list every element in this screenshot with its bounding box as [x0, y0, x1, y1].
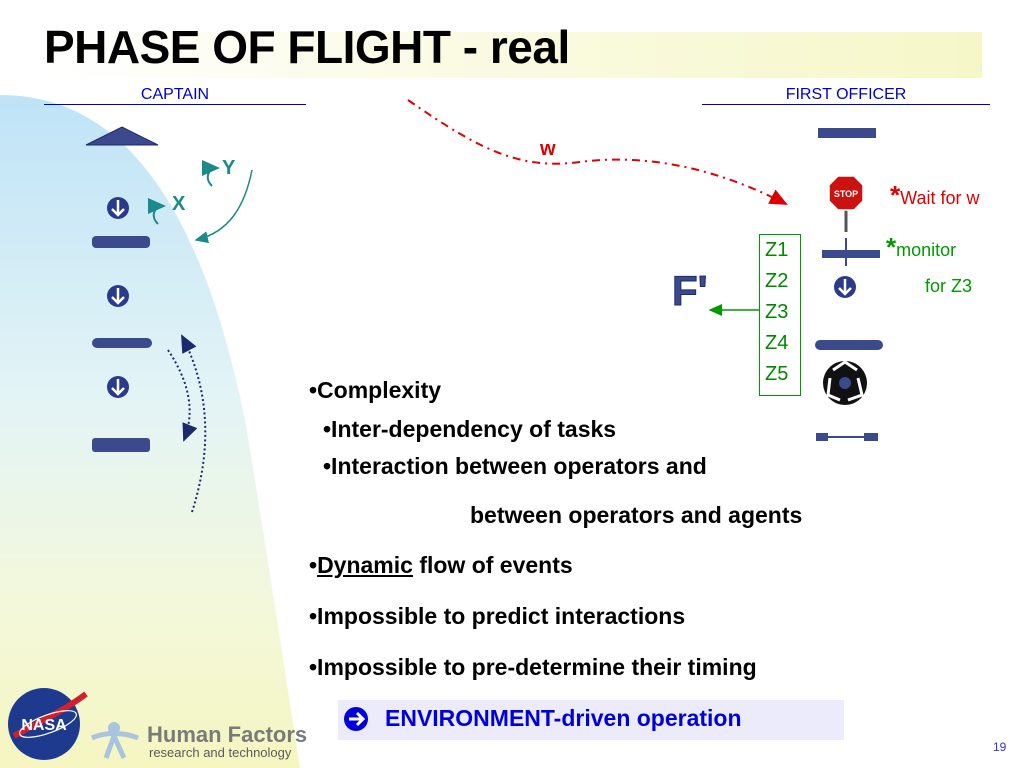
monitor-star: *	[886, 232, 897, 262]
down-arrow-icon	[107, 376, 129, 398]
bullet-dynamic: •Dynamic flow of events	[309, 552, 573, 579]
recycle-icon	[823, 360, 867, 405]
fo-task-g	[815, 340, 883, 350]
dotted-arrow-up	[181, 334, 207, 513]
page-number: 19	[993, 740, 1007, 754]
bullet-interaction-cont: between operators and agents	[470, 502, 803, 528]
brand-title: Human Factors	[147, 722, 308, 747]
z-item: Z4	[765, 332, 789, 354]
nasa-logo: NASA	[8, 688, 88, 760]
x-label: X	[172, 193, 186, 215]
z-item: Z2	[765, 270, 789, 292]
first-officer-label-text: FIRST OFFICER	[785, 86, 907, 103]
monitor-note-line2: for Z3	[925, 276, 973, 296]
human-factors-logo-icon	[90, 722, 139, 760]
z-item: Z3	[765, 301, 789, 323]
y-label: Y	[222, 157, 236, 179]
wait-star: *	[890, 180, 901, 210]
curl-arrow-icon	[201, 160, 220, 187]
curl-arrow-icon	[147, 198, 166, 225]
bullet-dynamic-prefix: •	[309, 552, 318, 578]
bullet-complexity: •Complexity	[309, 377, 442, 403]
z-list-box: Z1 Z2 Z3 Z4 Z5	[759, 234, 801, 396]
z-item: Z1	[765, 239, 789, 261]
z-item: Z5	[765, 363, 789, 385]
bullet-interdependency: •Inter-dependency of tasks	[323, 416, 617, 442]
stop-sign-icon: STOP	[828, 175, 864, 232]
bullet-dynamic-emph: Dynamic	[317, 552, 413, 578]
monitor-text: monitor	[896, 240, 957, 260]
wait-text: Wait for w	[900, 188, 980, 208]
bullet-dynamic-rest: flow of events	[412, 552, 573, 578]
return-arrow	[194, 169, 253, 244]
bullet-timing: •Impossible to pre-determine their timin…	[309, 654, 757, 680]
bullet-interaction: •Interaction between operators and	[323, 453, 707, 479]
arrow-right-icon	[344, 707, 368, 731]
w-signal-arrow	[407, 99, 788, 205]
page-title: PHASE OF FLIGHT - real	[44, 21, 570, 73]
captain-task-a	[85, 126, 159, 146]
dotted-arrow-down	[167, 349, 198, 442]
environment-callout-box	[338, 700, 844, 740]
fo-task-h	[816, 433, 878, 441]
down-arrow-icon	[107, 197, 129, 219]
down-arrow-icon	[107, 285, 129, 307]
captain-label-text: CAPTAIN	[140, 86, 210, 103]
f-prime-label: F'	[672, 267, 708, 314]
wait-note: *Wait for w	[890, 180, 979, 211]
stop-sign-text: STOP	[834, 189, 858, 199]
monitor-note: *monitor	[886, 232, 956, 263]
captain-task-d	[92, 438, 150, 452]
captain-label: CAPTAIN	[44, 86, 306, 105]
brand-subtitle: research and technology	[149, 745, 292, 760]
environment-text: ENVIRONMENT-driven operation	[385, 705, 742, 731]
fo-task-f	[822, 238, 880, 266]
w-label: w	[540, 138, 556, 160]
bullet-predict: •Impossible to predict interactions	[309, 603, 686, 629]
nasa-logo-text: NASA	[21, 717, 67, 734]
first-officer-label: FIRST OFFICER	[702, 86, 990, 105]
captain-task-c	[92, 338, 152, 348]
fo-task-e	[818, 128, 876, 138]
down-arrow-icon	[834, 276, 856, 298]
captain-task-b	[92, 236, 150, 248]
title-band	[42, 32, 982, 78]
